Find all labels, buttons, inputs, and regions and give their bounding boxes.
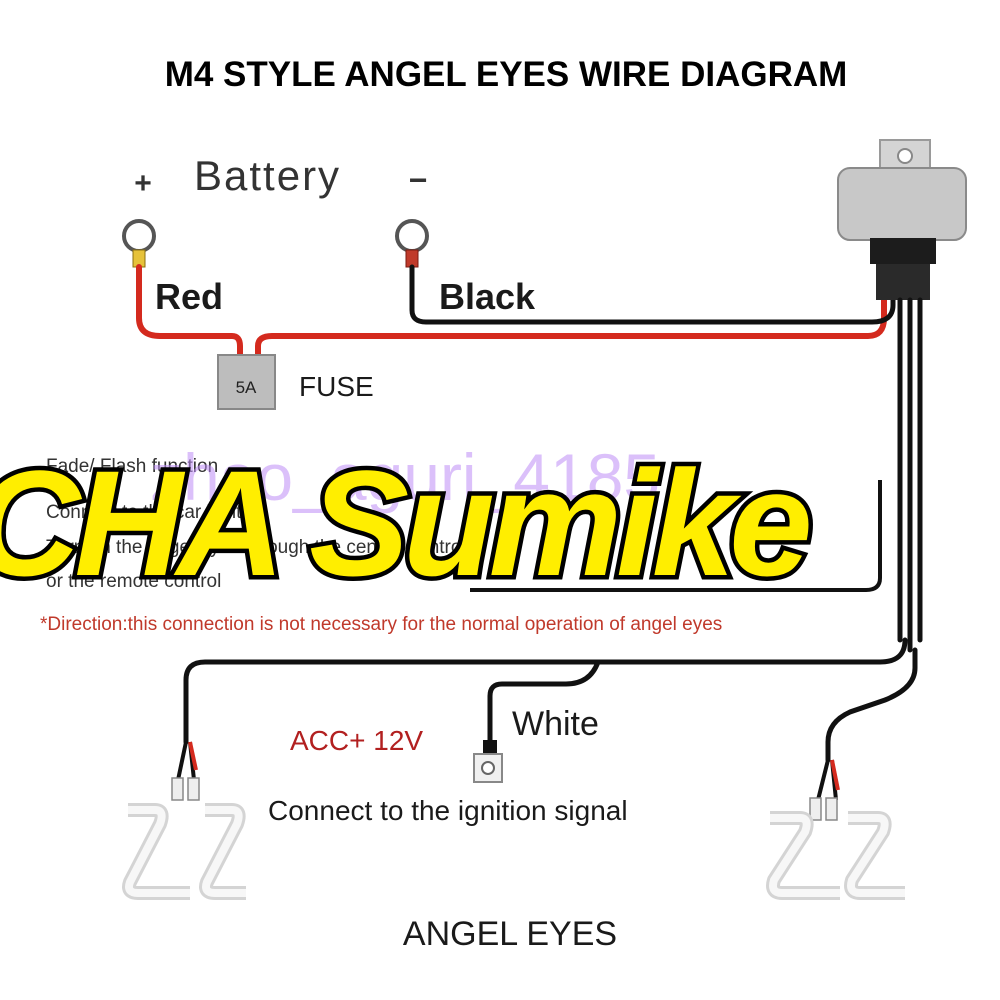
fuse: 5A FUSE — [217, 297, 887, 410]
background-text-line-4: or the remote control — [46, 571, 221, 592]
fuse-label: FUSE — [299, 371, 374, 402]
fuse-rating: 5A — [236, 378, 257, 397]
negative-ring-terminal — [395, 219, 429, 253]
battery-minus-symbol: − — [409, 162, 428, 198]
black-wire-label: Black — [439, 276, 536, 317]
positive-ring-terminal — [122, 219, 156, 253]
watermark-subtext: zhao_aguri_4185 — [150, 440, 660, 514]
negative-terminal-crimp — [405, 249, 419, 268]
background-text-line-2: Connect to the car lighting — [46, 502, 267, 523]
direction-note: *Direction:this connection is not necess… — [40, 614, 722, 635]
white-wire-label: White — [512, 705, 599, 743]
black-wire — [409, 264, 896, 325]
diagram-title: M4 STYLE ANGEL EYES WIRE DIAGRAM — [165, 55, 848, 94]
relay-body — [837, 167, 967, 241]
ignition-signal-text: Connect to the ignition signal — [268, 795, 628, 826]
ignition-crimp — [483, 740, 497, 756]
ignition-terminal-hole — [481, 761, 495, 775]
relay-mount-hole — [897, 148, 913, 164]
relay-module — [837, 139, 967, 300]
red-wire — [136, 264, 243, 359]
relay-collar — [870, 238, 936, 264]
battery-plus-symbol: + — [134, 167, 152, 200]
fuse-body — [217, 354, 276, 410]
relay-base — [876, 264, 930, 300]
fade-flash-section: Fade/ Flash function Connect to the car … — [46, 456, 487, 592]
right-angel-ring-2 — [844, 811, 905, 900]
battery-terminals: + Battery − — [122, 152, 429, 268]
red-wire-label: Red — [155, 276, 223, 317]
right-angel-eye — [766, 759, 905, 900]
fuse-output-wire — [255, 297, 887, 359]
bundle-right-branch — [825, 647, 918, 763]
controller-wire — [470, 480, 882, 592]
acc-label: ACC+ 12V — [290, 725, 423, 756]
bundle-left-branch — [183, 637, 908, 745]
ignition-connector — [473, 740, 503, 783]
background-text-line-3: Turn on the angel eyes through the centr… — [46, 537, 487, 558]
left-angel-eye — [122, 741, 246, 900]
white-wire — [487, 659, 601, 745]
angel-eyes-label: ANGEL EYES — [403, 915, 617, 953]
watermark-main: CHA Sumike — [0, 439, 809, 607]
left-connector-red-wire — [188, 741, 198, 771]
battery-label: Battery — [194, 152, 341, 199]
background-text-line-1: Fade/ Flash function — [46, 456, 218, 477]
wire-bundle — [183, 297, 923, 763]
watermark: zhao_aguri_4185 CHA Sumike — [0, 435, 820, 612]
